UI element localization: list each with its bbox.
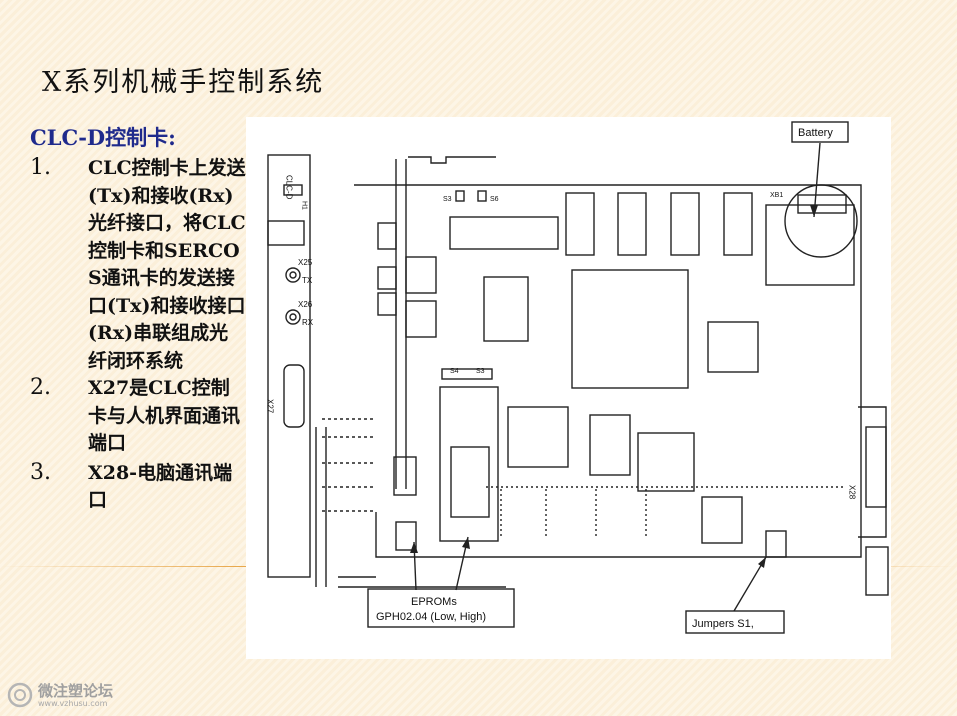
x26-label: X26 [298,300,313,309]
s4-label: S4 [450,368,459,375]
battery-callout [791,121,849,143]
clc-d-board-diagram: Battery XB1 S3 S6 S4 S3 EPROMs GPH02.04 … [246,117,891,659]
watermark-url: www.vzhusu.com [38,698,108,708]
board-outline [354,184,862,558]
slide-subtitle: CLC-D控制卡: [30,125,176,150]
h1-label: H1 [301,201,308,210]
jumpers-callout [685,610,785,634]
chip [449,216,559,250]
fiber-connector-tx [377,266,397,290]
chip [617,192,647,256]
jumpers-label: Jumpers S1, [692,618,754,630]
list-item-number: 1. [30,155,51,180]
list-item-text: X27是CLC控制卡与人机界面通讯端口 [88,377,241,454]
x25-label: X25 [298,258,313,267]
battery-label: Battery [798,127,833,139]
slide-title: X系列机械手控制系统 [42,67,325,98]
card-name-label: CLC-D [285,175,294,200]
s3-label: S3 [476,368,485,375]
battery-holder [765,204,855,286]
list-item: 3. X28-电脑通讯端口 [30,460,245,515]
h1-led [283,184,303,196]
chip [483,276,529,342]
list-item: 1. CLC控制卡上发送(Tx)和接收(Rx)光纤接口，将CLC控制卡和SERC… [30,155,246,375]
eproms-part-label: GPH02.04 (Low, High) [376,611,486,623]
front-panel [267,154,311,578]
board-diagram-svg: Battery XB1 S3 S6 S4 S3 EPROMs GPH02.04 … [266,121,889,634]
fiber-connector-rx [377,292,397,316]
s6-label: S6 [490,196,499,203]
tx-label: TX [302,276,313,285]
eproms-label: EPROMs [411,596,457,608]
fiber-connector-top [377,222,397,250]
chip [707,321,759,373]
list-item-number: 2. [30,375,51,400]
front-switch [267,220,305,246]
list-item: 2. X27是CLC控制卡与人机界面通讯端口 [30,375,245,458]
x28-label: X28 [848,485,857,500]
chip [670,192,700,256]
forum-logo-icon [7,682,33,708]
list-item-number: 3. [30,459,51,485]
x27-connector [283,364,305,428]
watermark-name: 微注塑论坛 [38,681,114,700]
watermark: 微注塑论坛 www.vzhusu.com [6,680,113,710]
xb1-label: XB1 [770,192,783,199]
tx-connector [285,267,301,283]
eproms-callout [367,588,515,628]
chip [565,192,595,256]
x27-label: X27 [266,399,275,414]
processor-chip [571,269,689,389]
eprom-sockets [439,386,499,542]
list-item-text: CLC控制卡上发送(Tx)和接收(Rx)光纤接口，将CLC控制卡和SERCOS通… [88,157,246,372]
list-item-text: X28-电脑通讯端口 [88,461,233,512]
rx-connector [285,309,301,325]
x28-connector [865,426,887,508]
battery [784,184,858,258]
chip [723,192,753,256]
rx-label: RX [302,318,314,327]
s3-top-label: S3 [443,196,452,203]
numbered-list: 1. CLC控制卡上发送(Tx)和接收(Rx)光纤接口，将CLC控制卡和SERC… [30,155,246,515]
